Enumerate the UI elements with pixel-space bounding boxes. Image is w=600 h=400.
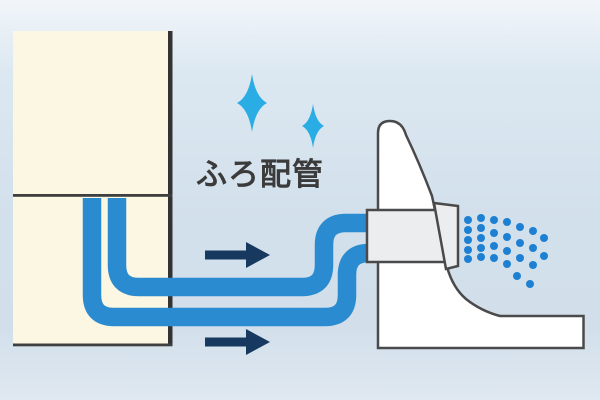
water-heater-bottom-edge (13, 343, 173, 347)
water-heater-right-wall (168, 31, 173, 346)
pipe-label: ふろ配管 (196, 157, 324, 193)
water-spray-dot (503, 218, 511, 226)
water-spray-dot (464, 216, 472, 224)
circulation-adapter-nozzle (432, 201, 460, 271)
water-spray-dot (477, 214, 485, 222)
sparkle-icon-small (302, 104, 324, 148)
water-spray-dot (477, 253, 485, 261)
water-spray-dot (464, 236, 472, 244)
water-spray-dot (490, 242, 498, 250)
water-spray-dot (464, 246, 472, 254)
bathtub (376, 119, 585, 350)
water-spray-dot (540, 234, 548, 242)
flow-arrow-upper (205, 242, 270, 268)
water-spray-dot (503, 233, 511, 241)
water-spray-dot (529, 227, 537, 235)
flow-arrow-lower (205, 329, 270, 355)
water-spray-dot (513, 272, 521, 280)
bath-pipe-lower (82, 198, 372, 327)
sparkle-icon-large (237, 74, 267, 132)
water-spray-dot (526, 280, 534, 288)
water-spray-dot (516, 239, 524, 247)
water-spray-dot (516, 223, 524, 231)
spray-dots (464, 214, 548, 288)
water-heater-divider (13, 194, 173, 197)
water-spray-dot (490, 229, 498, 237)
water-spray-dot (477, 244, 485, 252)
water-spray-dot (490, 216, 498, 224)
water-spray-dot (464, 255, 472, 263)
water-spray-dot (477, 224, 485, 232)
water-spray-dot (477, 234, 485, 242)
bath-pipe-upper (107, 198, 372, 297)
water-spray-dot (503, 260, 511, 268)
water-spray-dot (516, 254, 524, 262)
circulation-adapter-outer (365, 208, 448, 264)
water-spray-dot (540, 252, 548, 260)
water-spray-dot (464, 226, 472, 234)
water-spray-dot (529, 261, 537, 269)
water-spray-dot (529, 244, 537, 252)
water-spray-dot (490, 254, 498, 262)
water-spray-dot (503, 247, 511, 255)
